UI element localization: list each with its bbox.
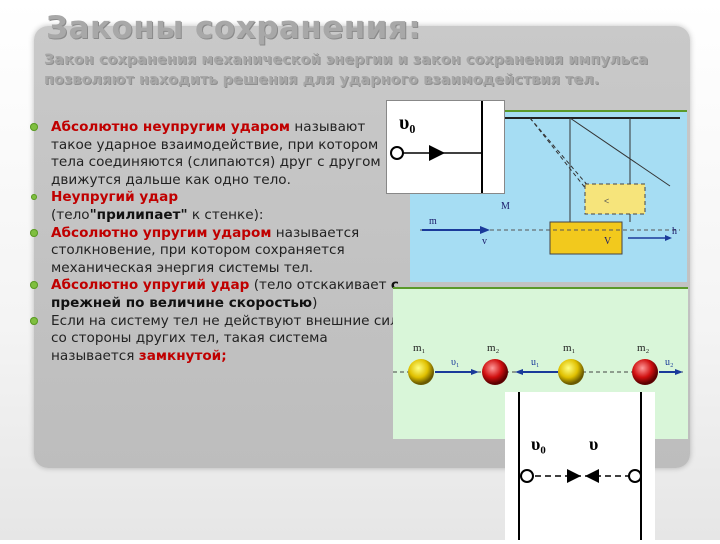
m2-label: m₂	[487, 342, 500, 354]
bullet-item: Абсолютно упругий удар (тело отскакивает…	[30, 277, 410, 312]
pendulum-V-label: V	[604, 236, 612, 247]
bullet-text: (тело отскакивает	[253, 277, 391, 294]
bullet-strong: с прежней по величине скоростью	[51, 277, 399, 311]
bullet-text: )	[312, 294, 318, 311]
ball-m2-after	[632, 359, 658, 385]
bullet-text: называют такое ударное взаимодействие, п…	[51, 119, 394, 188]
bullet-item: Абсолютно неупругим ударом называют тако…	[30, 119, 410, 189]
bullet-icon	[30, 228, 38, 237]
ball-m1	[408, 359, 434, 385]
v1-arrowhead	[471, 369, 479, 375]
bullet-strong: "прилипает"	[89, 206, 188, 223]
intro-text: Закон сохранения механической энергии и …	[44, 52, 648, 88]
ball-circle-bounced	[628, 469, 642, 483]
bullet-term: Неупругий удар	[51, 189, 179, 206]
bullet-icon	[30, 316, 38, 325]
incoming-arrowhead	[567, 469, 581, 483]
bullet-term: замкнутой;	[138, 347, 227, 364]
pendulum-string	[569, 117, 671, 187]
wall-v0-label: υ₀	[531, 434, 546, 454]
u1-label: u₁	[531, 357, 540, 368]
bullet-icon	[31, 194, 37, 201]
bullet-text: Если на систему тел не действуют внешние…	[51, 312, 410, 364]
bullet-list: Абсолютно неупругим ударом называют тако…	[30, 119, 410, 365]
pendulum-diagram: m M v V h <	[420, 117, 680, 255]
ball-m2	[482, 359, 508, 385]
bullet-term: Абсолютно неупругим ударом	[51, 119, 291, 135]
pendulum-v-label: v	[482, 236, 487, 247]
ball-circle	[520, 469, 534, 483]
v0-label: υ₀	[399, 112, 415, 134]
collision-diagram: m₁ m₂ m₁ m₂ υ₁ u₁ u₂	[393, 342, 683, 385]
pendulum-block	[549, 221, 623, 255]
bullet-icon	[30, 123, 38, 131]
pendulum-v-arrowhead	[665, 235, 672, 241]
pendulum-M-label: M	[501, 201, 510, 212]
u1-arrowhead	[515, 369, 523, 375]
wall-v-label: υ	[589, 434, 598, 454]
slide-title: Законы сохранения:	[46, 10, 422, 46]
m1-after-label: m₁	[563, 342, 576, 354]
v1-label: υ₁	[451, 357, 459, 368]
bullet-icon	[30, 281, 38, 290]
pendulum-h-label: h	[672, 226, 677, 237]
bullet-term: Абсолютно упругим ударом	[51, 224, 272, 241]
pendulum-bullet-arrowhead	[480, 226, 490, 234]
pendulum-m-label: m	[429, 216, 437, 227]
bullet-item: Неупругий удар (тело"прилипает" к стенке…	[30, 189, 410, 224]
m2-after-label: m₂	[637, 342, 650, 354]
v0-figure: υ₀	[386, 100, 505, 194]
bullet-text: называется столкновение, при котором сох…	[51, 224, 360, 276]
outgoing-arrowhead	[585, 469, 599, 483]
wall-diagram: υ₀ υ	[518, 392, 642, 540]
bullet-item: Абсолютно упругим ударом называется стол…	[30, 225, 410, 278]
bullet-text: (тело	[51, 206, 90, 223]
bullet-text: к стенке):	[187, 206, 264, 223]
v0-diagram: υ₀	[390, 101, 483, 193]
m1-label: m₁	[413, 342, 426, 354]
pendulum-block-raised	[584, 183, 646, 215]
pendulum-string-dashed	[529, 117, 591, 195]
pendulum-block-label: <	[604, 196, 609, 206]
bullet-term: Абсолютно упругий удар	[51, 277, 250, 294]
u2-label: u₂	[665, 357, 674, 368]
u2-arrowhead	[675, 369, 683, 375]
bullet-item: Если на систему тел не действуют внешние…	[30, 313, 410, 366]
wall-figure: υ₀ υ	[505, 392, 655, 540]
pendulum-string-dashed	[529, 117, 596, 195]
ball-m1-after	[558, 359, 584, 385]
velocity-arrowhead	[429, 145, 445, 161]
body-circle	[390, 146, 404, 160]
